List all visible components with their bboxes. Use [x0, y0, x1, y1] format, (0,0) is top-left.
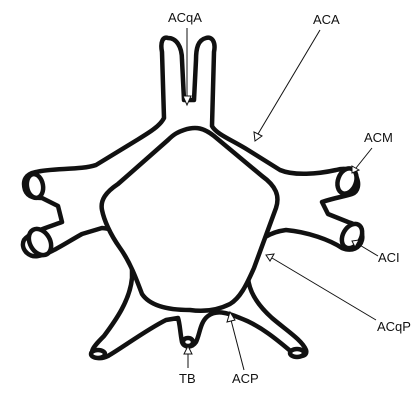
- label-acp: ACP: [232, 371, 259, 386]
- label-aci: ACI: [378, 250, 400, 265]
- bottom-right-vessel-end: [290, 349, 304, 357]
- label-acm: ACM: [364, 130, 393, 145]
- left-upper-vessel-end: [25, 173, 45, 199]
- arrow-acm: [352, 148, 372, 173]
- label-acqp: ACqP: [377, 319, 411, 334]
- arrow-acqp: [266, 254, 376, 320]
- arrow-aca: [254, 30, 320, 141]
- label-acqa: ACqA: [168, 10, 202, 25]
- label-tb: TB: [179, 371, 196, 386]
- bottom-center-vessel-end: [183, 338, 193, 346]
- arrow-tb: [184, 346, 192, 368]
- bottom-left-vessel-end: [91, 350, 105, 358]
- label-aca: ACA: [313, 12, 340, 27]
